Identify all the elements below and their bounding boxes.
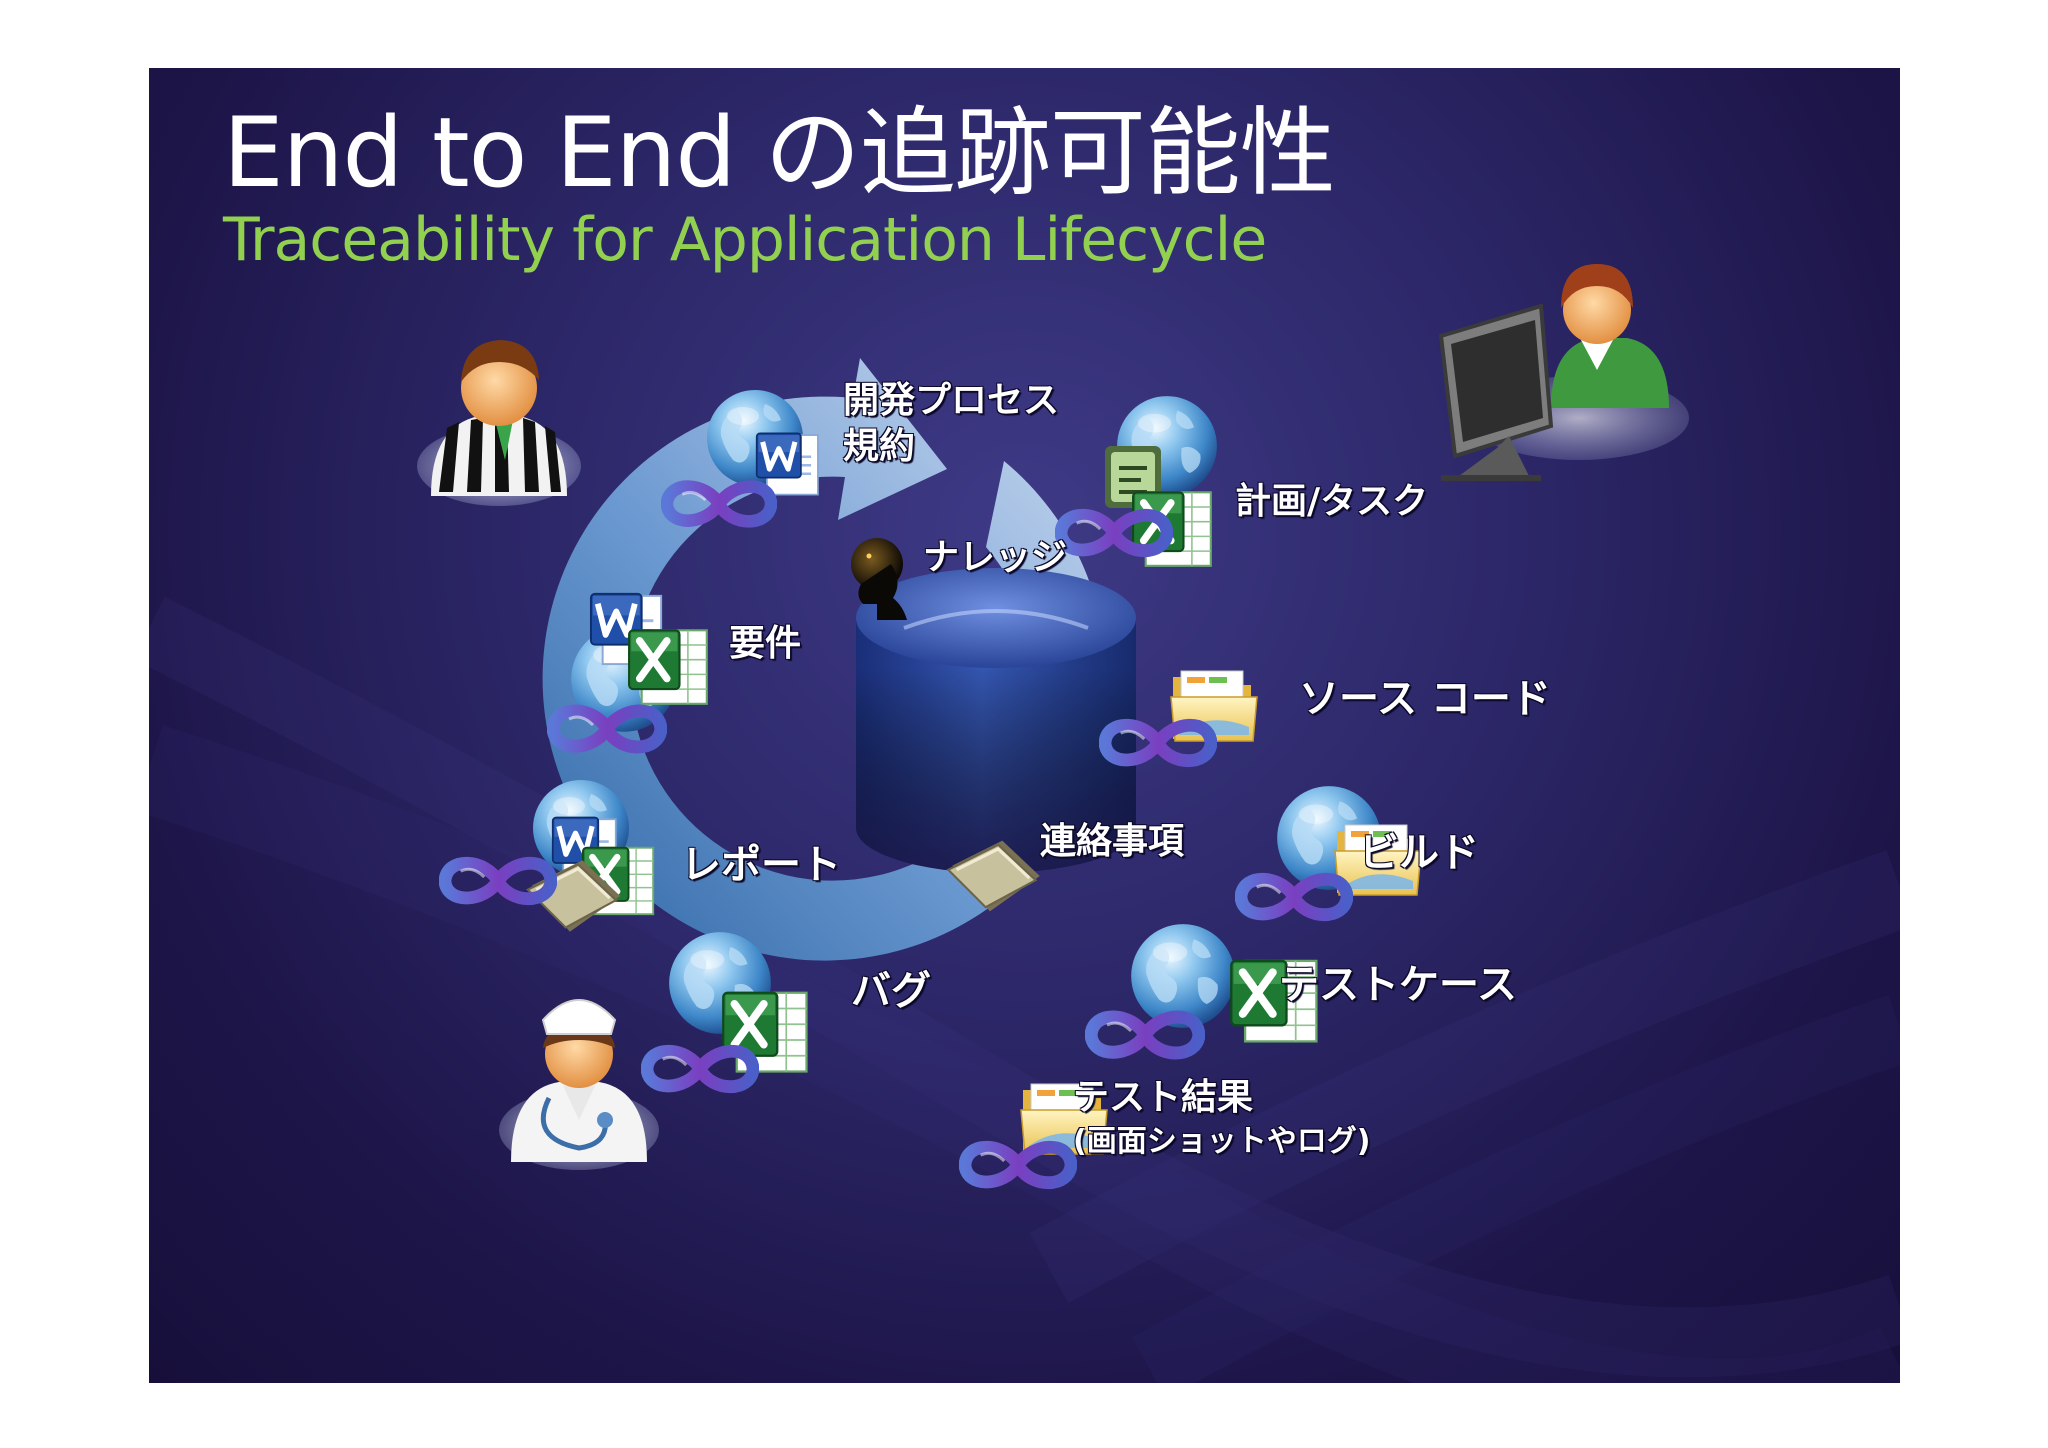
label-result-line1: テスト結果 [1073, 1077, 1254, 1118]
person-user-computer-icon [1438, 264, 1689, 481]
label-result-line2: (画面ショットやログ) [1073, 1124, 1371, 1159]
page-subtitle: Traceability for Application Lifecycle [223, 205, 1267, 275]
label-testcase: テストケース [1279, 962, 1517, 1008]
diagram-art [149, 264, 1900, 1383]
database-icon [856, 568, 1136, 873]
label-process-line2: 規約 [843, 426, 916, 467]
label-report: レポート [681, 842, 841, 888]
label-requirements: 要件 [729, 623, 802, 664]
infinity-icon [1241, 879, 1347, 914]
knowledge-head-icon [851, 538, 907, 620]
label-source: ソース コード [1299, 676, 1551, 722]
person-referee-icon [417, 340, 581, 506]
label-contact: 連絡事項 [1040, 821, 1185, 862]
person-nurse-icon [499, 999, 659, 1170]
cycle-arrow-icon [542, 358, 1107, 961]
label-plan: 計画/タスク [1235, 481, 1429, 522]
cluster-plan [1061, 396, 1217, 566]
infinity-icon [1091, 1017, 1199, 1053]
slide: End to End の追跡可能性 Traceability for Appli… [149, 68, 1900, 1383]
excel-icon [629, 630, 707, 704]
label-build: ビルド [1359, 830, 1479, 876]
page-title: End to End の追跡可能性 [223, 97, 1336, 209]
label-bug: バグ [851, 968, 931, 1014]
label-knowledge: ナレッジ [923, 537, 1068, 578]
excel-icon [723, 993, 806, 1072]
label-process-line1: 開発プロセス [843, 380, 1060, 421]
